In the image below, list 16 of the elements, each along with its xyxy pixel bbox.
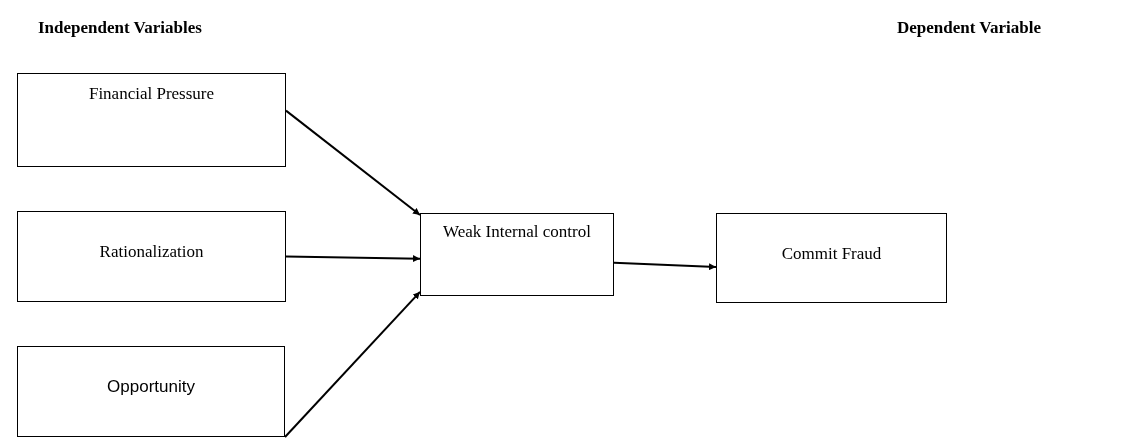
variable-name: Financial Pressure: [88, 84, 215, 105]
column-heading: Dependent Variable: [897, 18, 1042, 38]
variable-name: Rationalization: [99, 242, 204, 263]
arrow: [284, 290, 421, 438]
variable-box: [420, 213, 614, 296]
column-heading: Independent Variables: [38, 18, 202, 38]
variable-box: [17, 346, 285, 437]
arrow: [285, 255, 421, 263]
arrow: [285, 109, 421, 216]
variable-name: Opportunity: [107, 377, 195, 398]
variable-box: [17, 211, 286, 302]
variable-box: [716, 213, 947, 303]
arrow: [613, 261, 717, 271]
variable-box: [17, 73, 286, 167]
variable-name: Weak Internal control: [443, 222, 591, 243]
variable-name: Commit Fraud: [781, 244, 882, 265]
